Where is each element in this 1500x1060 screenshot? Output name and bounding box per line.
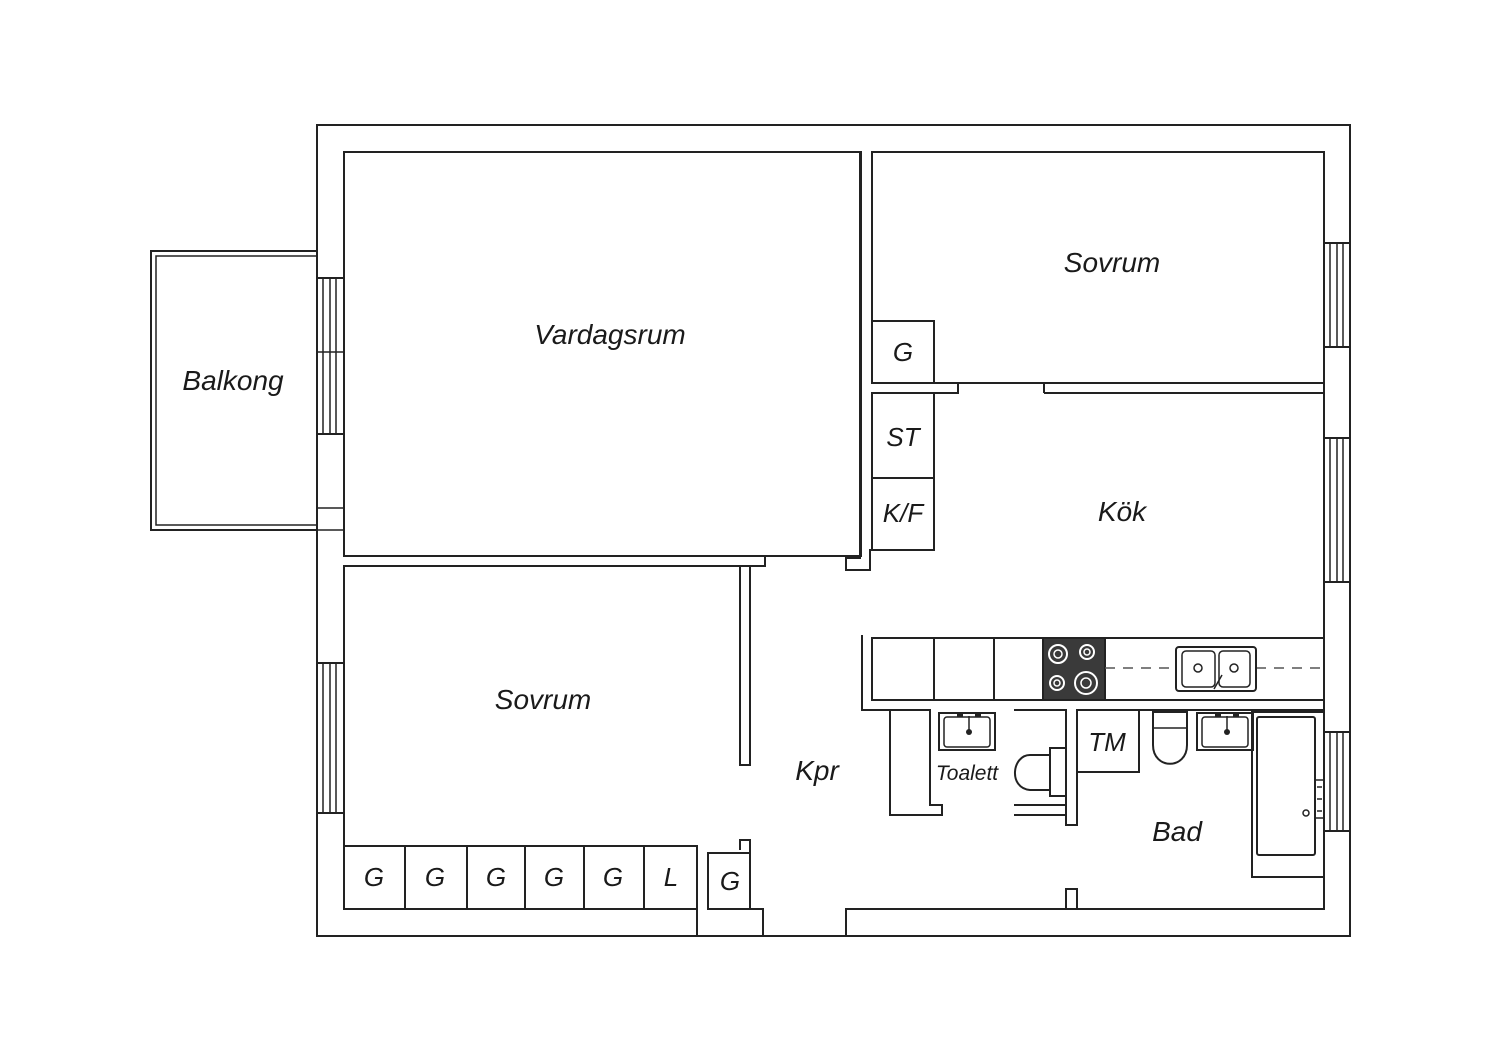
closet-column: [871, 320, 935, 551]
fixture-labels: G ST K/F G G G G G L G TM: [364, 337, 1126, 896]
label-kitchen: Kök: [1098, 496, 1148, 527]
label-washing-machine: TM: [1088, 727, 1126, 757]
label-hallway: Kpr: [795, 755, 840, 786]
label-wardrobe: G: [364, 862, 384, 892]
outer-walls: [316, 124, 1351, 937]
label-storage: ST: [886, 422, 921, 452]
kitchen-counter: [871, 637, 1325, 701]
label-bedroom-top: Sovrum: [1064, 247, 1160, 278]
label-bedroom-bottom: Sovrum: [495, 684, 591, 715]
label-wardrobe-bedroom-top: G: [893, 337, 913, 367]
label-wardrobe: G: [486, 862, 506, 892]
label-living-room: Vardagsrum: [534, 319, 685, 350]
toilet-bowl-icon: [1014, 747, 1067, 797]
washing-machine: [1076, 709, 1140, 773]
toilet-sink-icon: [938, 712, 996, 751]
kitchen-sink-icon: [1175, 646, 1257, 692]
label-wardrobe-hall: G: [720, 866, 740, 896]
room-labels: Balkong Vardagsrum Sovrum Kök Sovrum Kpr…: [182, 247, 1203, 847]
window-bathroom: [1323, 731, 1351, 832]
label-toilet: Toalett: [936, 762, 999, 785]
window-bedroom-bottom: [316, 662, 345, 814]
bathroom-sink-icon: [1196, 712, 1254, 751]
balcony: [150, 250, 345, 531]
label-wardrobe: G: [425, 862, 445, 892]
label-fridge-freezer: K/F: [883, 498, 926, 528]
bottom-wardrobes: [343, 845, 751, 910]
window-bedroom-top: [1323, 242, 1351, 348]
bathtub-icon: [1251, 711, 1325, 878]
interior-walls: [696, 382, 1324, 936]
label-wardrobe: G: [544, 862, 564, 892]
label-linen: L: [664, 862, 678, 892]
bathroom-toilet-icon: [1152, 711, 1188, 765]
label-bathroom: Bad: [1152, 816, 1203, 847]
window-kitchen: [1323, 437, 1351, 583]
label-balcony: Balkong: [182, 365, 284, 396]
label-wardrobe: G: [603, 862, 623, 892]
